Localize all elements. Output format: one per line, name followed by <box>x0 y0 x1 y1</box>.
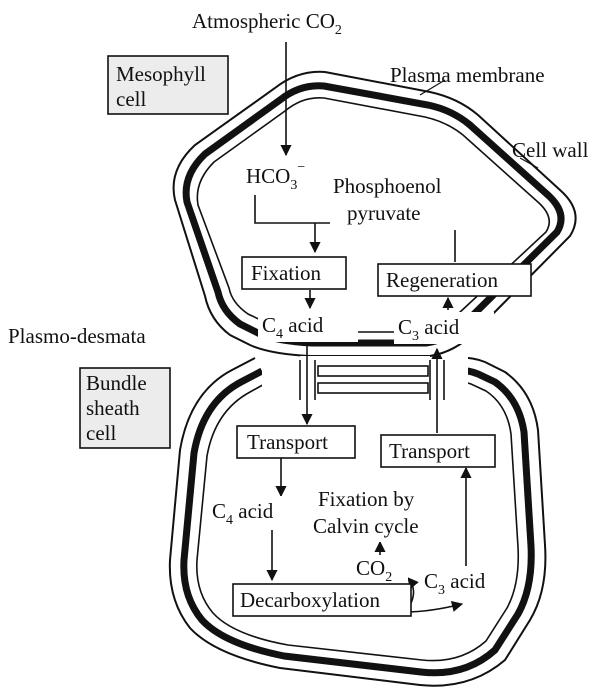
co2-label: CO2 <box>352 556 408 586</box>
svg-text:Decarboxylation: Decarboxylation <box>240 588 380 612</box>
svg-text:cell: cell <box>86 421 116 445</box>
transport-left-box: Transport <box>237 426 355 458</box>
svg-text:Fixation: Fixation <box>251 261 322 285</box>
svg-text:Regeneration: Regeneration <box>386 268 498 292</box>
decarboxylation-box: Decarboxylation <box>233 584 411 616</box>
mesophyll-c4-acid-label: C4 acid <box>258 310 358 342</box>
svg-text:Bundle: Bundle <box>86 371 147 395</box>
svg-text:Fixation by: Fixation by <box>318 487 415 511</box>
cell-wall-label: Cell wall <box>512 138 589 162</box>
plasmodesmata-label: Plasmo-desmata <box>8 324 146 348</box>
hco3-to-fixation-arrow <box>255 195 340 223</box>
transport-right-box: Transport <box>381 435 495 467</box>
fixation-box: Fixation <box>242 257 346 289</box>
svg-text:Phosphoenol: Phosphoenol <box>333 174 442 198</box>
phosphoenol-pyruvate-label: Phosphoenol pyruvate <box>330 172 470 230</box>
atmospheric-co2-label: Atmospheric CO2 <box>192 9 342 38</box>
mesophyll-c3-acid-label: C3 acid <box>394 312 494 344</box>
calvin-cycle-label: Fixation by Calvin cycle <box>310 486 454 542</box>
decarboxylation-to-c3-arrow <box>405 604 462 612</box>
bundle-c3-acid-label: C3 acid <box>422 566 508 598</box>
regeneration-box: Regeneration <box>378 264 531 296</box>
plasma-membrane-label: Plasma membrane <box>390 63 545 87</box>
svg-text:sheath: sheath <box>86 396 140 420</box>
bundle-sheath-cell-label: Bundle sheath cell <box>80 368 170 448</box>
mesophyll-cell-label: Mesophyll cell <box>108 56 228 114</box>
svg-text:cell: cell <box>116 87 146 111</box>
svg-text:pyruvate: pyruvate <box>347 201 420 225</box>
svg-text:Transport: Transport <box>389 439 470 463</box>
svg-text:Calvin cycle: Calvin cycle <box>313 514 419 538</box>
svg-text:Transport: Transport <box>247 430 328 454</box>
bundle-c4-acid-label: C4 acid <box>210 496 310 530</box>
svg-text:Mesophyll: Mesophyll <box>116 62 206 86</box>
hco3-label: HCO3− <box>242 158 320 193</box>
